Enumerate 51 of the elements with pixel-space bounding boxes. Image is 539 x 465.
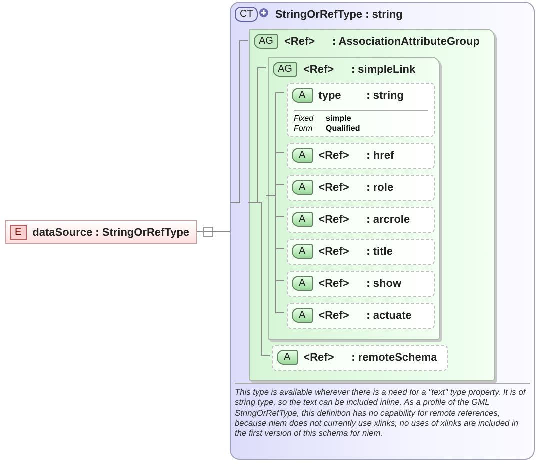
kind-badge: E xyxy=(10,225,27,240)
type-label: : arcrole xyxy=(366,214,410,226)
type-label: : simpleLink xyxy=(351,64,416,76)
facet-name: Form xyxy=(294,124,314,133)
attribute-group-box xyxy=(249,29,495,381)
kind-badge: AG xyxy=(254,34,278,49)
type-label: : remoteSchema xyxy=(352,352,438,364)
attribute-box xyxy=(287,303,435,329)
kind-badge: A xyxy=(292,180,313,195)
complex-type-box xyxy=(230,2,535,460)
type-label: : role xyxy=(366,182,394,194)
facet-name: Fixed xyxy=(294,114,315,124)
name-label: <Ref> xyxy=(318,182,350,194)
type-label: : show xyxy=(366,278,402,290)
attribute-group-box xyxy=(268,57,440,340)
type-label: : actuate xyxy=(366,310,412,322)
kind-badge: A xyxy=(292,276,313,291)
type-label: : title xyxy=(366,246,393,258)
name-label: <Ref> xyxy=(318,150,350,162)
kind-badge: A xyxy=(292,244,313,259)
kind-badge: A xyxy=(292,308,313,323)
connector-line xyxy=(230,40,248,204)
facet-value: Qualified xyxy=(326,124,362,133)
name-label: <Ref> xyxy=(304,352,336,364)
name-label: <Ref> xyxy=(318,214,350,226)
kind-badge: CT xyxy=(235,7,258,22)
attribute-box xyxy=(287,271,435,297)
kind-badge: AG xyxy=(273,62,298,77)
name-label: <Ref> xyxy=(318,310,350,322)
kind-badge: A xyxy=(277,350,298,365)
type-label: : AssociationAttributeGroup xyxy=(332,36,480,48)
name-label: <Ref> xyxy=(318,278,350,290)
element-box xyxy=(5,220,197,244)
type-label: : string xyxy=(366,90,404,102)
name-label: <Ref> xyxy=(318,246,350,258)
type-label: : href xyxy=(366,150,394,162)
name-label: type xyxy=(318,90,342,102)
attribute-box xyxy=(287,175,435,201)
attribute-box xyxy=(287,83,435,137)
kind-badge: A xyxy=(292,212,313,227)
attribute-box xyxy=(287,143,435,169)
attribute-box xyxy=(287,207,435,233)
kind-badge: A xyxy=(292,148,313,163)
name-label: <Ref> xyxy=(303,64,336,76)
attribute-box xyxy=(272,345,448,371)
name-label: <Ref> xyxy=(284,36,316,48)
attribute-box xyxy=(287,239,435,265)
name-label: dataSource : StringOrRefType xyxy=(32,226,190,238)
name-label: StringOrRefType : string xyxy=(275,8,403,20)
facet-value: simple xyxy=(326,114,352,124)
kind-badge: A xyxy=(292,88,313,103)
